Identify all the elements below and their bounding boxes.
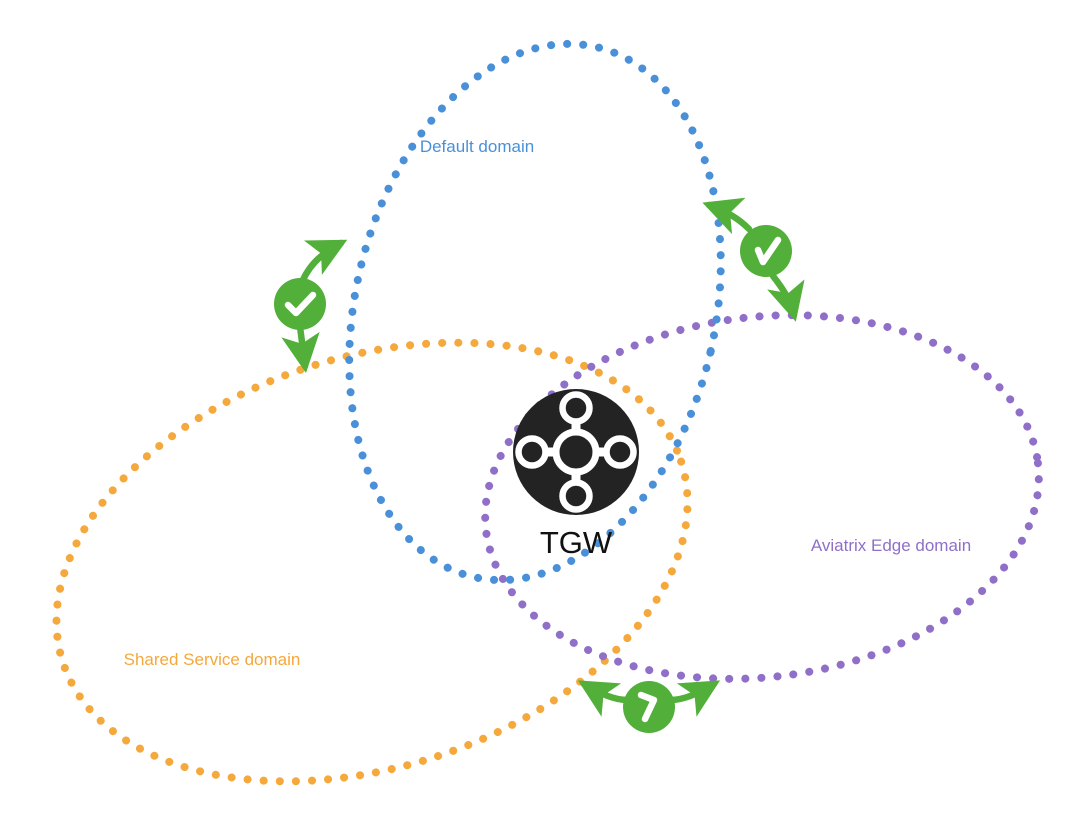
aviatrix-edge-domain-label: Aviatrix Edge domain bbox=[811, 536, 971, 555]
tgw-node-label: TGW bbox=[540, 525, 613, 560]
shared-service-domain-ellipse[interactable] bbox=[0, 267, 744, 820]
transit-gateway-icon-hub bbox=[552, 428, 600, 476]
connection-arrow-downright bbox=[767, 272, 805, 322]
connection-default-shared[interactable] bbox=[274, 239, 348, 373]
default-domain-label: Default domain bbox=[420, 137, 534, 156]
shared-service-domain-label: Shared Service domain bbox=[124, 650, 301, 669]
tgw-node[interactable]: TGW bbox=[513, 389, 639, 560]
connection-arrow-right bbox=[666, 680, 721, 717]
default-domain-ellipse[interactable] bbox=[298, 6, 771, 617]
connection-default-edge[interactable] bbox=[702, 197, 805, 322]
connection-shared-edge[interactable] bbox=[577, 680, 721, 733]
aviatrix-edge-domain-ellipse[interactable] bbox=[464, 284, 1060, 709]
connection-arrow-left bbox=[577, 680, 632, 717]
connection-arrow-upleft bbox=[702, 197, 753, 235]
check-circle-icon[interactable] bbox=[274, 278, 326, 330]
check-circle-icon[interactable] bbox=[740, 225, 792, 277]
check-circle-icon[interactable] bbox=[623, 681, 675, 733]
transit-gateway-icon-endpoints bbox=[515, 391, 637, 513]
